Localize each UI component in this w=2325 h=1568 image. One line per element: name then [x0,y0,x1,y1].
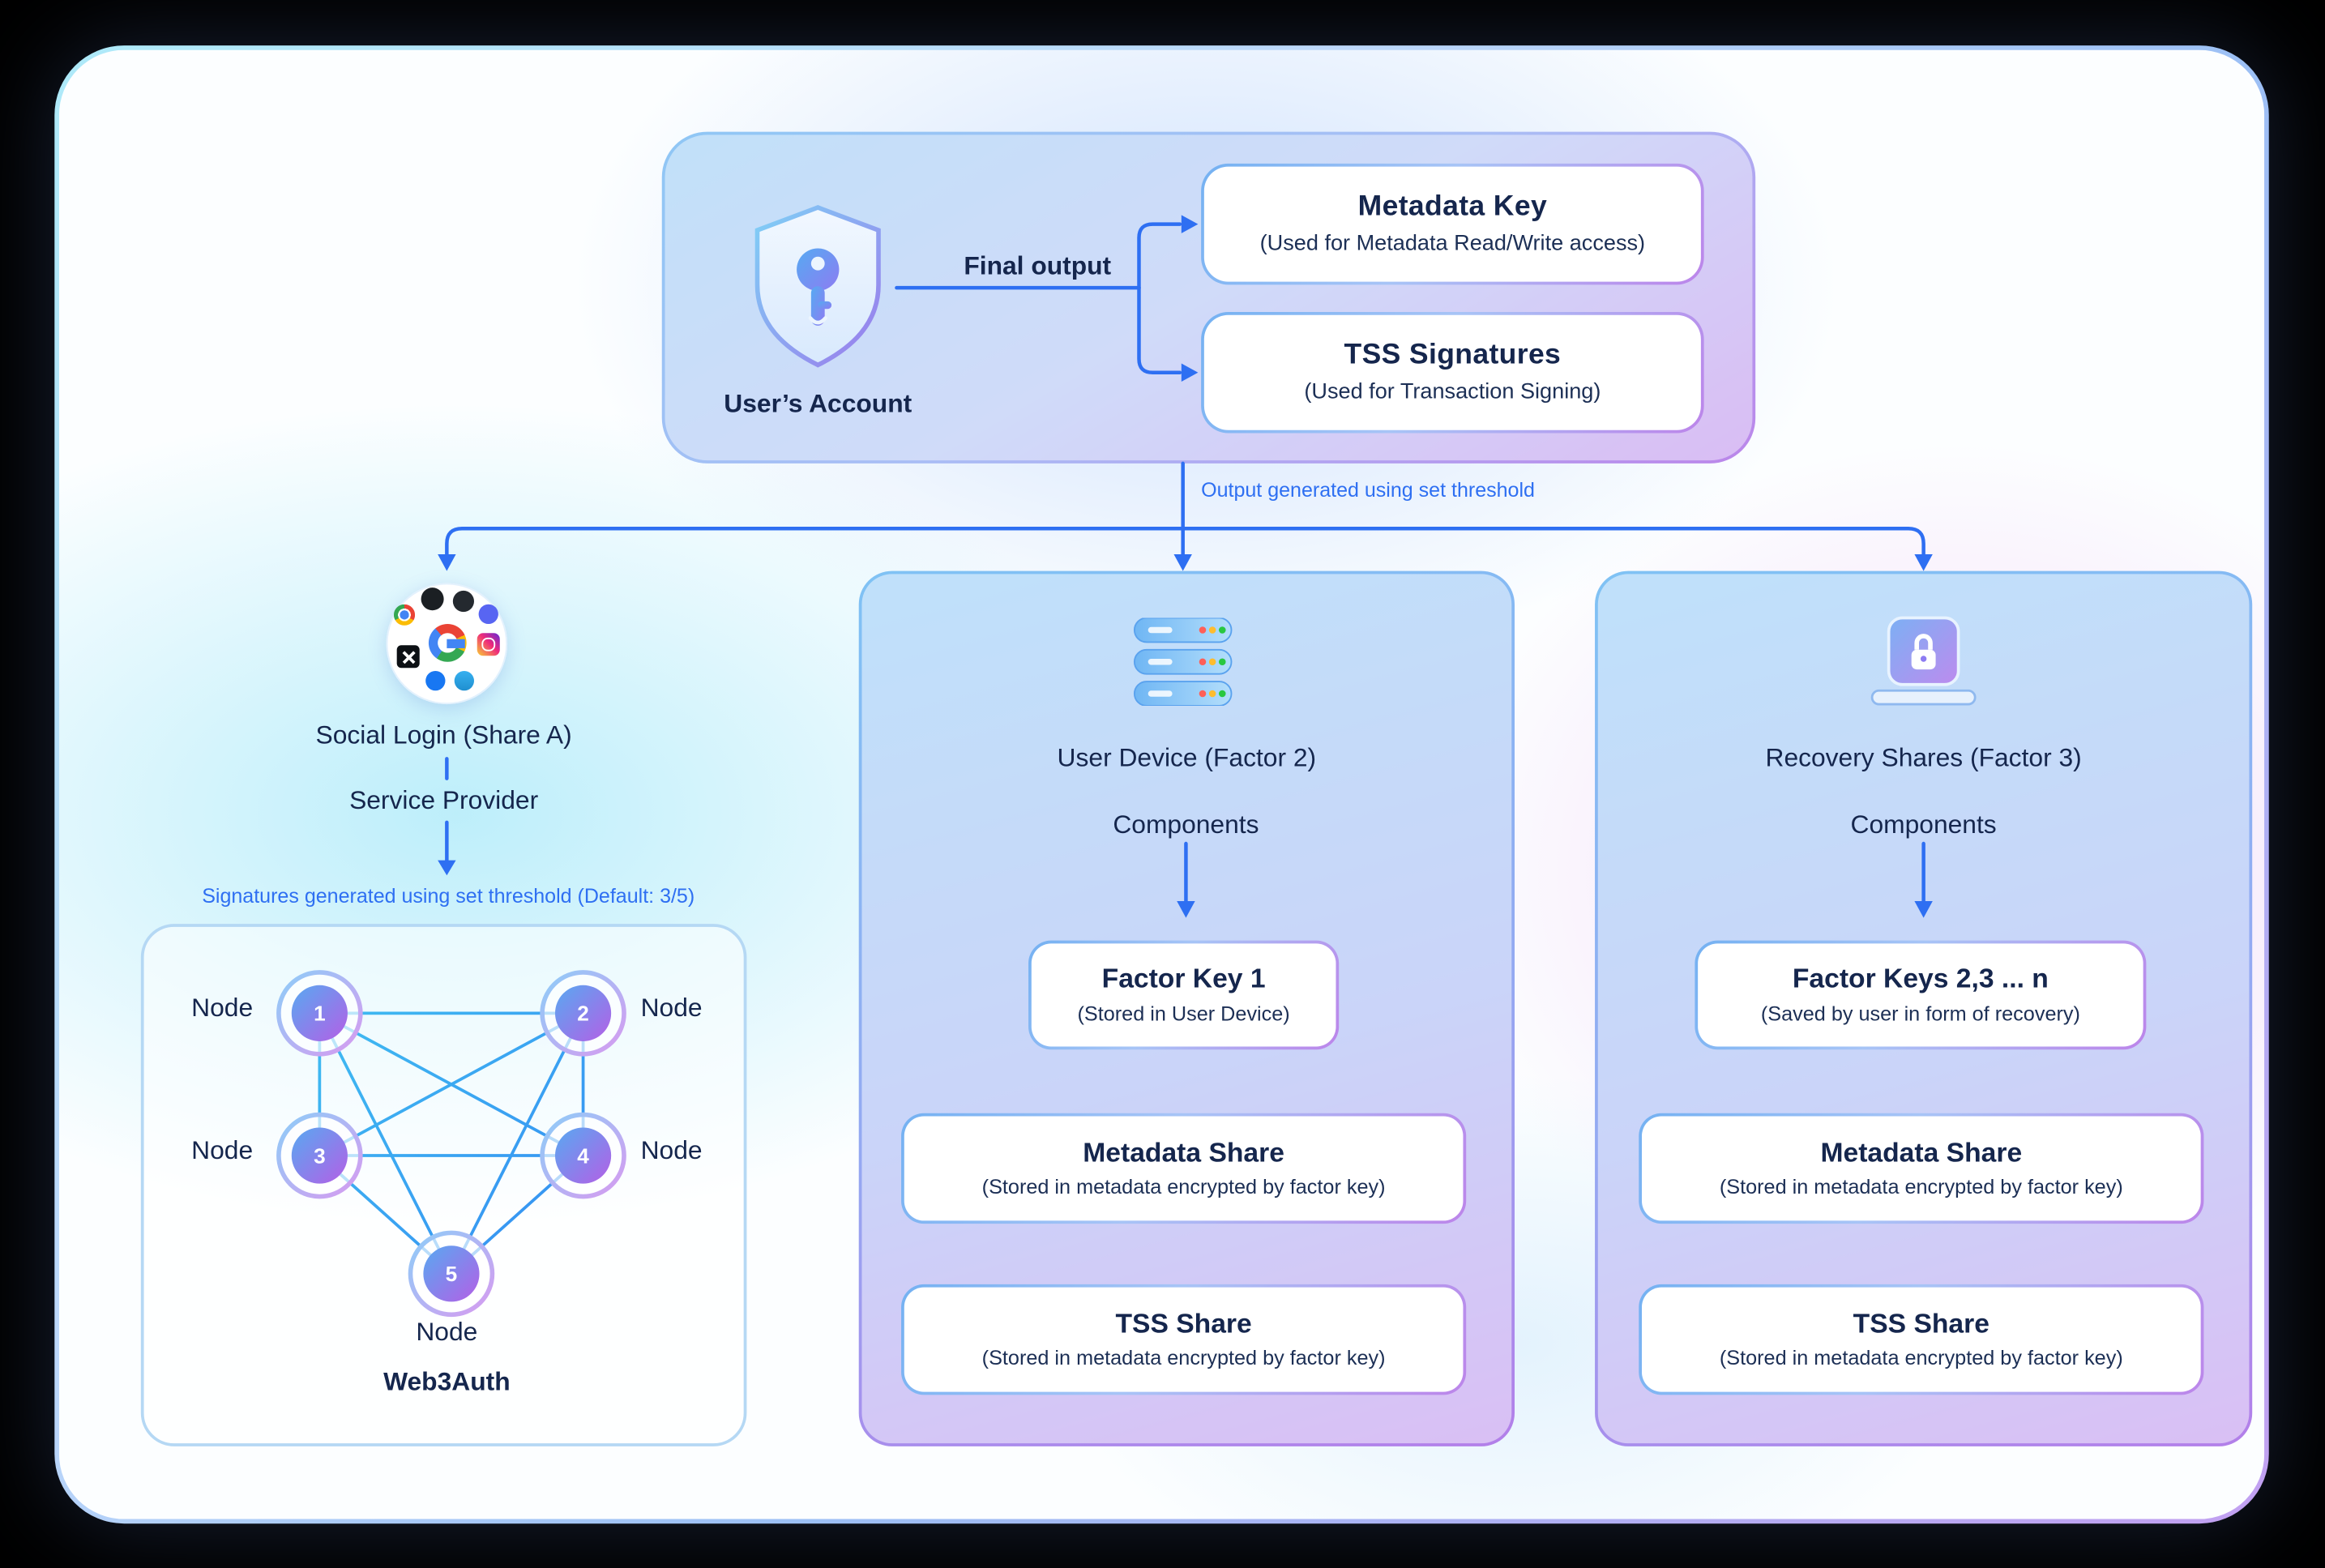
telegram-icon [454,670,474,691]
output-threshold-note: Output generated using set threshold [1201,478,1535,502]
discord-icon [478,604,498,625]
factor-keys-n-card: Factor Keys 2,3 ... n (Saved by user in … [1695,940,2147,1050]
service-provider-label: Service Provider [349,786,539,815]
tss-signatures-subtitle: (Used for Transaction Signing) [1304,379,1601,404]
recovery-metadata-share-title: Metadata Share [1820,1136,2023,1168]
shield-key-icon [754,205,881,368]
device-tss-share-card: TSS Share (Stored in metadata encrypted … [901,1284,1467,1395]
user-device-box: User Device (Factor 2) Components Factor… [858,570,1515,1446]
factor-keys-n-title: Factor Keys 2,3 ... n [1792,963,2049,994]
node-3: 3 [276,1112,363,1199]
node-label-5: Node [416,1318,478,1347]
node-1: 1 [276,970,363,1057]
social-login-title: Social Login (Share A) [315,720,572,750]
recovery-shares-title: Recovery Shares (Factor 3) [1765,743,2082,773]
svg-text:1: 1 [314,1002,326,1026]
svg-text:2: 2 [577,1002,589,1026]
metadata-key-subtitle: (Used for Metadata Read/Write access) [1259,231,1646,256]
laptop-lock-icon [1870,616,1977,706]
node-label-3: Node [191,1135,254,1165]
node-5: 5 [408,1230,495,1318]
recovery-tss-share-title: TSS Share [1853,1307,1989,1339]
server-stack-icon [1133,617,1233,706]
metadata-key-card: Metadata Key (Used for Metadata Read/Wri… [1201,163,1704,285]
chrome-icon [393,604,416,626]
device-metadata-share-card: Metadata Share (Stored in metadata encry… [901,1113,1467,1224]
device-tss-share-subtitle: (Stored in metadata encrypted by factor … [981,1347,1386,1370]
tss-signatures-card: TSS Signatures (Used for Transaction Sig… [1201,312,1704,434]
signatures-threshold-note: Signatures generated using set threshold… [202,884,695,908]
node-4: 4 [540,1112,626,1199]
apple-icon [421,587,444,611]
social-login-icon [386,583,508,705]
svg-text:4: 4 [577,1143,589,1168]
tss-signatures-title: TSS Signatures [1344,339,1562,371]
recovery-metadata-share-card: Metadata Share (Stored in metadata encry… [1639,1113,2204,1224]
web3auth-network-box: 1 2 3 4 5 Node Node [140,924,747,1446]
user-device-components-label: Components [1113,810,1259,840]
user-account-label: User’s Account [724,389,912,418]
x-icon [396,645,420,669]
recovery-metadata-share-subtitle: (Stored in metadata encrypted by factor … [1719,1175,2123,1198]
recovery-components-label: Components [1850,810,1997,840]
device-metadata-share-subtitle: (Stored in metadata encrypted by factor … [981,1175,1386,1198]
svg-text:3: 3 [314,1143,326,1168]
instagram-icon [477,633,500,656]
device-tss-share-title: TSS Share [1115,1307,1252,1339]
node-2: 2 [540,970,626,1057]
recovery-shares-box: Recovery Shares (Factor 3) Components Fa… [1595,570,2253,1446]
factor-key-1-subtitle: (Stored in User Device) [1077,1002,1290,1025]
recovery-tss-share-subtitle: (Stored in metadata encrypted by factor … [1719,1347,2123,1370]
final-output-label: Final output [964,251,1112,280]
factor-key-1-card: Factor Key 1 (Stored in User Device) [1028,940,1340,1050]
device-metadata-share-title: Metadata Share [1083,1136,1284,1168]
metadata-key-title: Metadata Key [1357,190,1548,223]
google-icon [428,624,467,662]
factor-key-1-title: Factor Key 1 [1101,963,1266,994]
node-network: 1 2 3 4 5 [276,970,626,1318]
github-icon [452,590,474,613]
recovery-tss-share-card: TSS Share (Stored in metadata encrypted … [1639,1284,2204,1395]
node-label-1: Node [191,993,254,1023]
node-label-2: Node [640,993,703,1023]
facebook-icon [425,670,446,691]
svg-text:5: 5 [446,1262,458,1286]
key-glyph [797,248,840,326]
user-device-title: User Device (Factor 2) [1057,743,1317,773]
factor-keys-n-subtitle: (Saved by user in form of recovery) [1760,1002,2080,1025]
web3auth-caption: Web3Auth [383,1367,511,1397]
node-label-4: Node [640,1135,703,1165]
